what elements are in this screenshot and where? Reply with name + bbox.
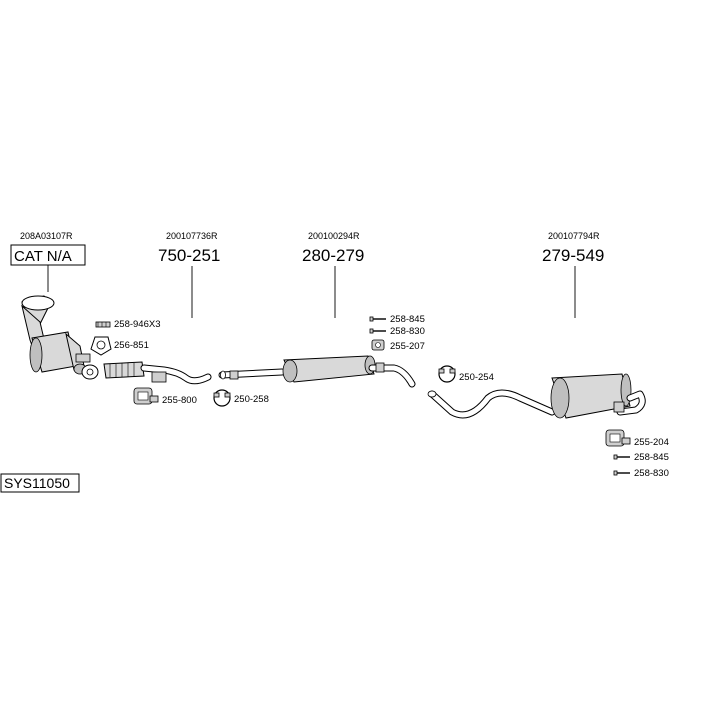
fitting-label: 250-254 [459, 372, 494, 383]
fitting-label: 256-851 [114, 340, 149, 351]
section-4-oem-code: 200107794R [548, 231, 600, 241]
fitting-label: 255-800 [162, 395, 197, 406]
rear-silencer [427, 373, 646, 419]
catalytic-converter [21, 295, 91, 375]
section-3-part-number: 280-279 [302, 246, 364, 265]
fitting-label: 258-845 [390, 314, 425, 325]
fitting-label: 258-946X3 [114, 319, 160, 330]
section-1-oem-code: 208A03107R [20, 231, 73, 241]
system-code-box [0, 473, 80, 493]
section-2-oem-code: 200107736R [166, 231, 218, 241]
section-3-oem-code: 200100294R [308, 231, 360, 241]
nut-icon [369, 328, 386, 334]
fitting-label: 258-830 [390, 326, 425, 337]
fitting-label: 255-207 [390, 341, 425, 352]
system-code: SYS11050 [4, 475, 70, 491]
centre-silencer [218, 355, 416, 388]
fitting-label: 258-830 [634, 468, 669, 479]
clamp-icon [438, 365, 456, 383]
fitting-label: 258-845 [634, 452, 669, 463]
clamp-icon [213, 389, 231, 407]
fitting-label: 250-258 [234, 394, 269, 405]
bolt-icon [369, 316, 386, 322]
section-1-label: CAT N/A [14, 248, 72, 265]
section-4-part-number: 279-549 [542, 246, 604, 265]
nut-icon [613, 470, 630, 476]
rubber-mount-icon [133, 387, 159, 405]
bolt-icon [613, 454, 630, 460]
rubber-mount-icon [605, 429, 631, 447]
front-pipe [81, 361, 212, 385]
rubber-mount-icon [371, 339, 385, 351]
bolt-icon [95, 321, 111, 328]
gasket-icon [90, 336, 112, 356]
section-2-part-number: 750-251 [158, 246, 220, 265]
fitting-label: 255-204 [634, 437, 669, 448]
